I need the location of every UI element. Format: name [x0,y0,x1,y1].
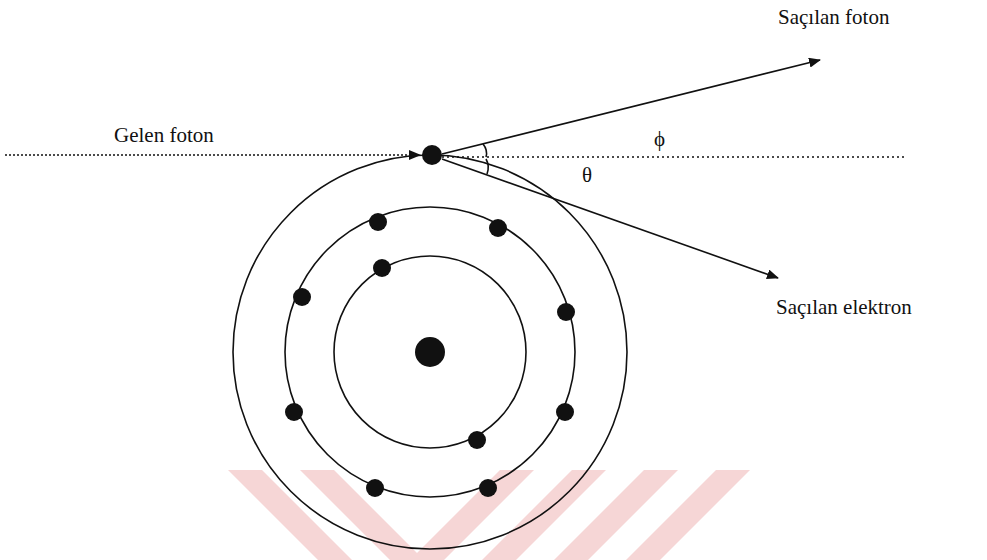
scattered-photon [442,60,820,154]
electron-label: Saçılan elektron [776,296,912,319]
nucleus [415,337,445,367]
photon-label: Saçılan foton [778,6,889,29]
watermark [228,470,750,560]
angle-symbol: θ [582,164,592,187]
electrons [285,145,575,497]
electron-orbits [233,155,627,549]
reference-line [442,156,905,157]
phi-arc [483,144,487,157]
photon-label: Gelen foton [114,124,214,147]
scattered-electron [442,159,778,278]
incoming-photon [5,154,420,155]
theta-arc [486,159,488,174]
angle-symbol: ϕ [654,128,665,151]
